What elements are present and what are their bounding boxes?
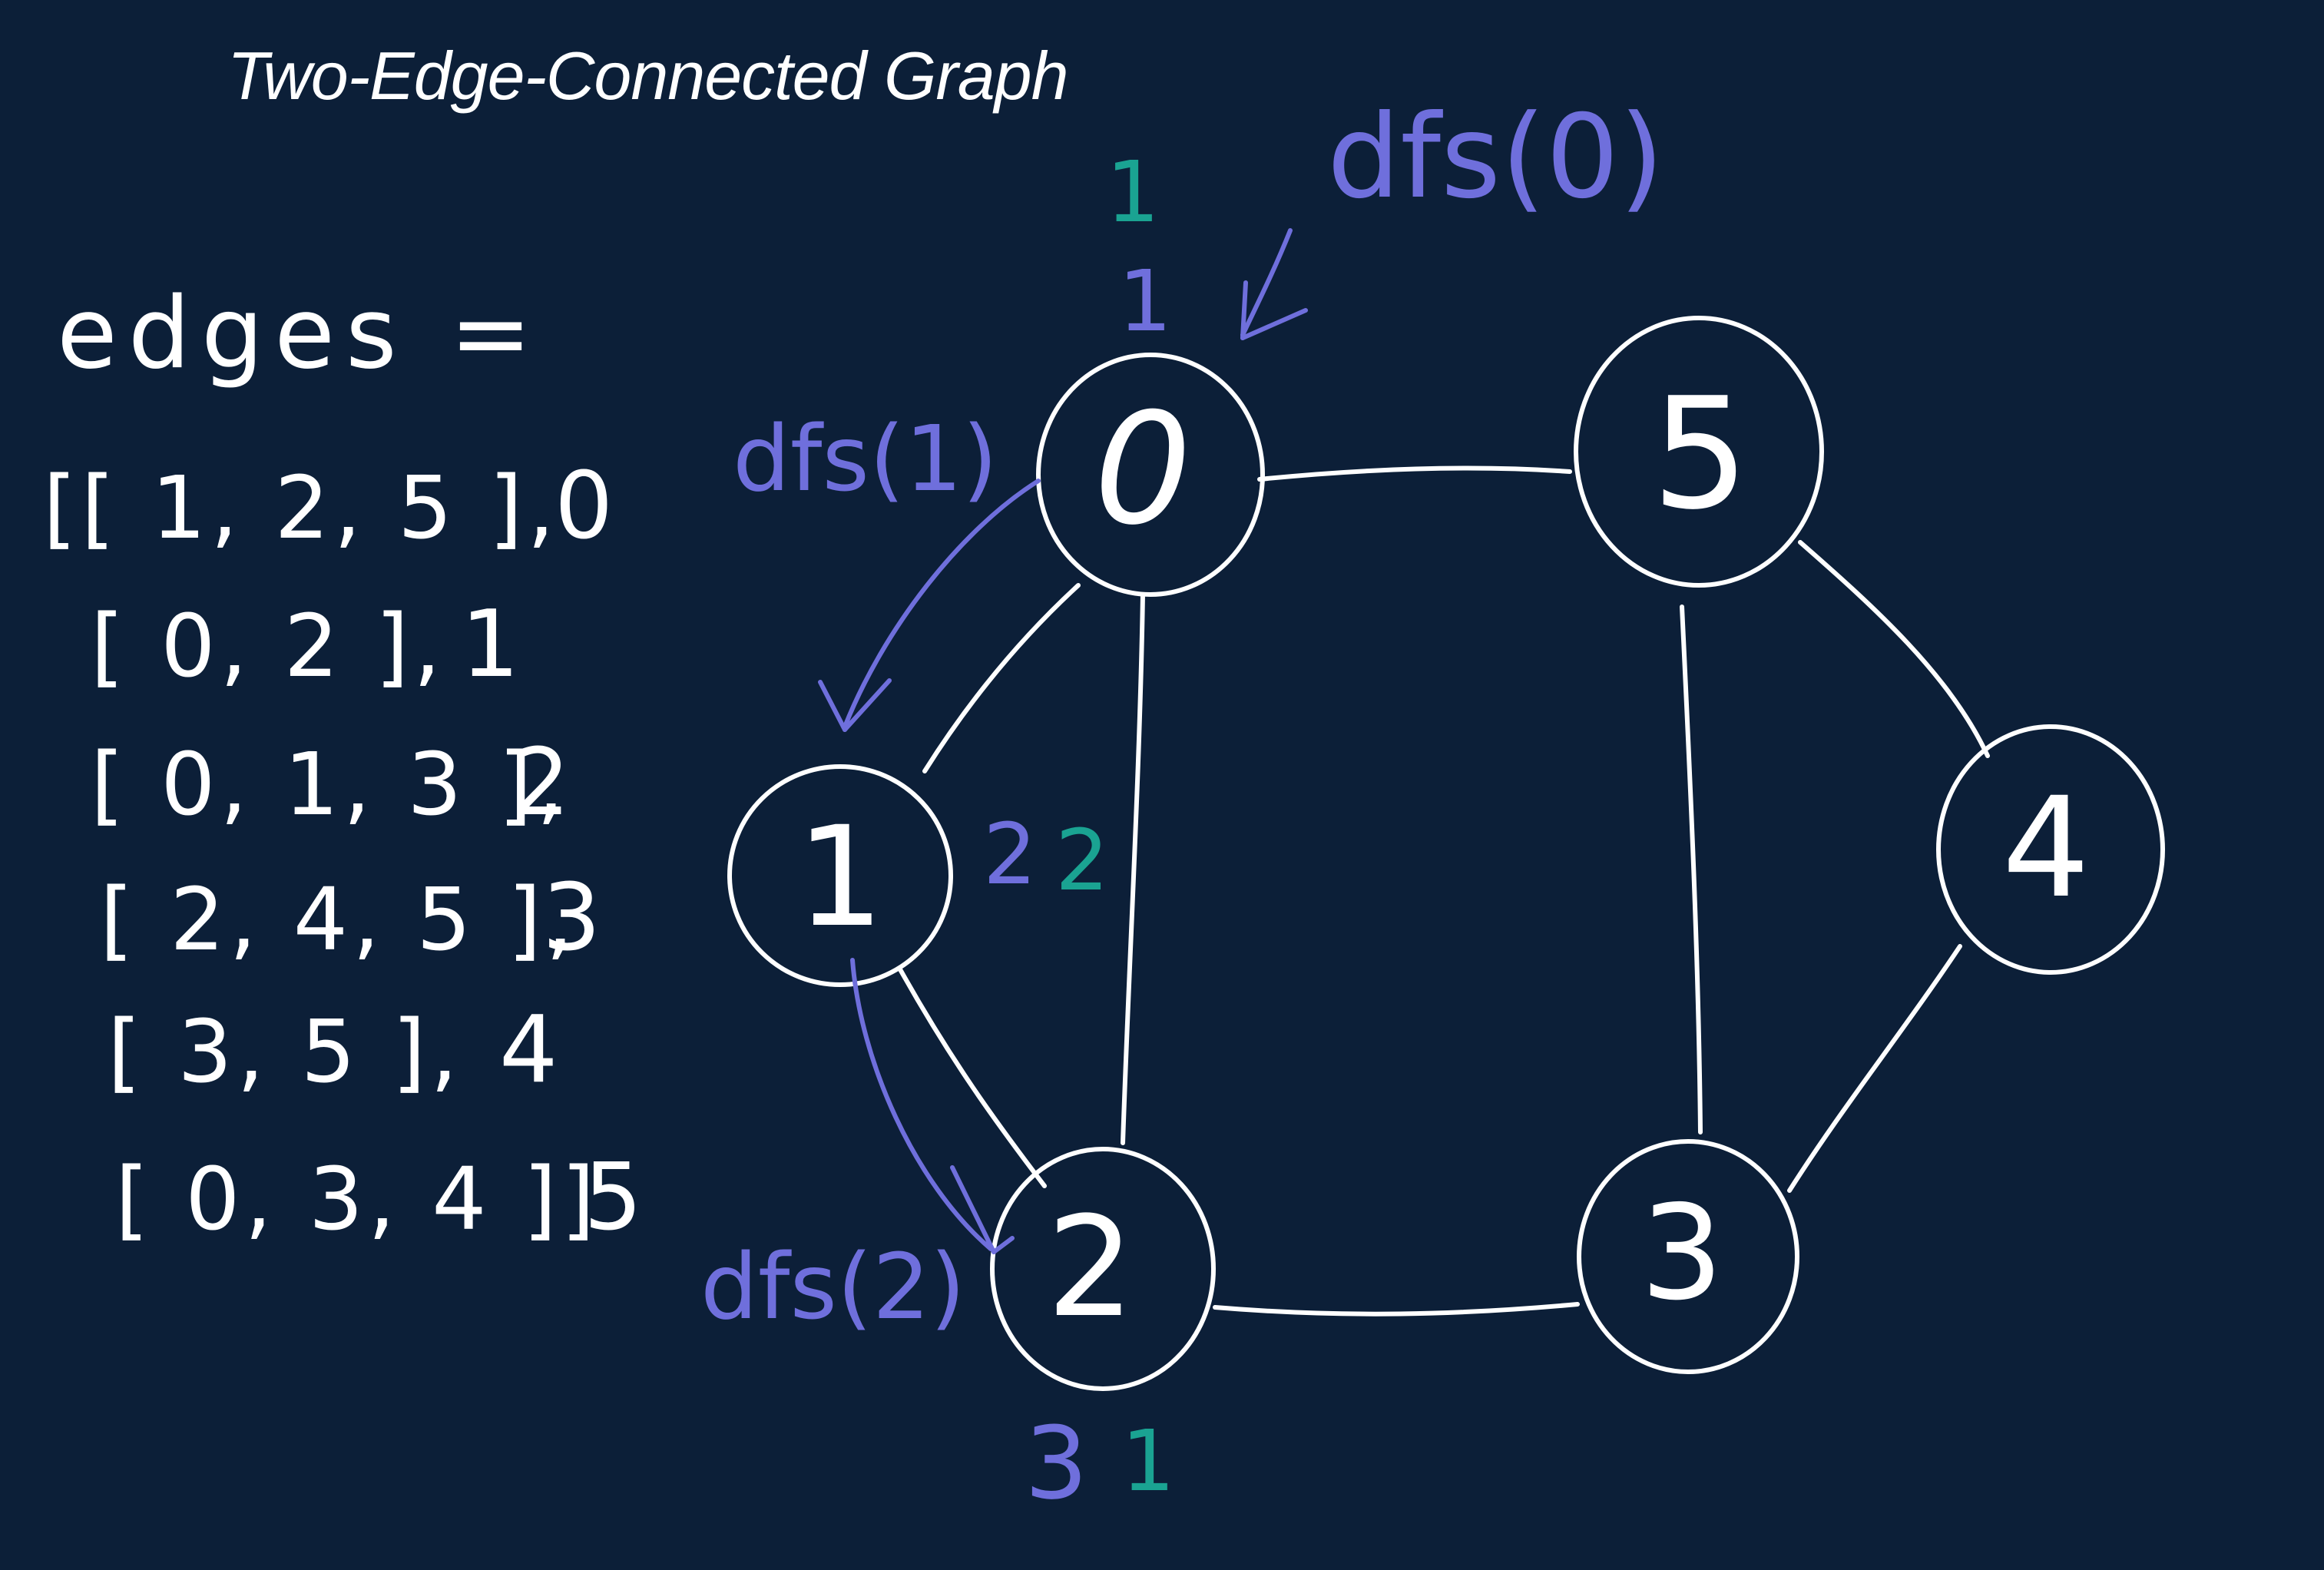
graph-node-0: 0	[1036, 353, 1265, 597]
edges-list: edges = [[ 1, 2, 5 ], 0 [ 0, 2 ], 1 [ 0,…	[43, 277, 642, 1251]
arrow-to-node-0	[1240, 228, 1308, 340]
graph-edges	[898, 465, 1990, 1317]
edges-row-index: 4	[499, 997, 558, 1104]
edges-row: [ 0, 1, 3 ],	[91, 735, 568, 835]
node2-time: 3	[1025, 1405, 1088, 1522]
graph-edge-2-3	[1213, 1302, 1580, 1317]
node1-low: 2	[1055, 811, 1109, 909]
edges-row-index: 5	[584, 1144, 642, 1251]
node0-time: 1	[1106, 143, 1160, 241]
edges-row: [ 0, 3, 4 ]]	[115, 1150, 599, 1250]
dfs0-label: dfs(0)	[1327, 91, 1664, 224]
edges-row-index: 2	[511, 730, 570, 836]
dfs1-label: dfs(1)	[733, 406, 998, 512]
page-title: Two-Edge-Connected Graph	[227, 38, 1069, 114]
node2-low: 1	[1121, 1412, 1175, 1510]
dfs-numbers: 1 1 2 2 3 1	[983, 143, 1175, 1522]
graph-edge-1-2	[898, 967, 1047, 1188]
node0-low: 1	[1118, 252, 1172, 350]
graph-node-1-label: 1	[796, 797, 885, 958]
graph-node-3: 3	[1577, 1139, 1799, 1374]
graph-node-1: 1	[727, 764, 953, 987]
edges-label: edges =	[57, 277, 543, 391]
edges-row-index: 1	[461, 591, 519, 698]
graph-edge-0-2	[1121, 592, 1145, 1145]
graph-node-2: 2	[990, 1147, 1216, 1391]
dfs-annotations: dfs(0) dfs(1) dfs(2)	[700, 91, 1664, 1340]
graph-node-3-label: 3	[1640, 1178, 1723, 1330]
graph-node-5: 5	[1574, 316, 1824, 588]
edges-row: [ 3, 5 ],	[108, 1002, 462, 1102]
edges-row: [[ 1, 2, 5 ],	[43, 459, 559, 558]
graph-node-4: 4	[1936, 724, 2165, 975]
graph-edge-0-5	[1257, 465, 1572, 482]
graph-node-2-label: 2	[1047, 1187, 1135, 1348]
graph-node-4-label: 4	[2002, 768, 2091, 929]
graph-edge-0-1	[922, 583, 1081, 773]
edges-row-index: 3	[542, 865, 601, 972]
arrow-node-1-to-2	[850, 958, 1015, 1254]
node1-time: 2	[983, 805, 1037, 903]
edges-row: [ 2, 4, 5 ],	[100, 870, 578, 970]
graph-node-5-label: 5	[1651, 365, 1749, 544]
edges-row-index: 0	[555, 453, 613, 560]
graph-nodes: 0 5 1 4 2 3	[727, 316, 2165, 1391]
graph-edge-4-3	[1787, 944, 1962, 1193]
graph-node-0-label: 0	[1094, 380, 1191, 559]
graph-edge-5-4	[1798, 540, 1990, 758]
arrow-node-0-to-1	[818, 479, 1041, 732]
edges-row: [ 0, 2 ],	[91, 597, 445, 697]
dfs2-label: dfs(2)	[700, 1234, 965, 1340]
graph-edge-3-5	[1680, 604, 1703, 1134]
